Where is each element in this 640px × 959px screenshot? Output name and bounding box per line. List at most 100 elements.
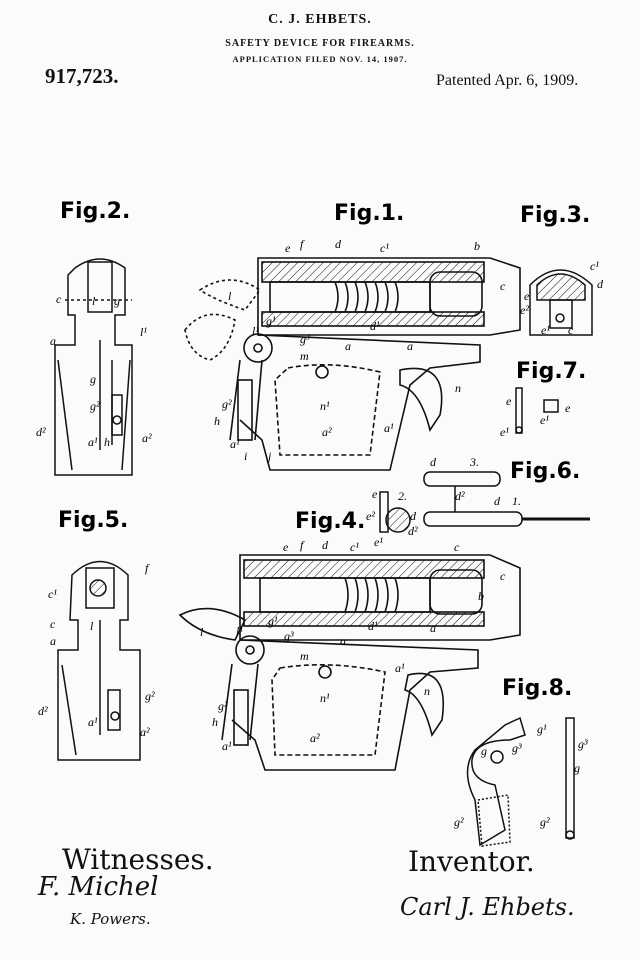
fig2-tag-d2: d² (36, 425, 46, 439)
fig1-tag-c: c (500, 279, 506, 293)
fig2-tag-g2: g² (90, 399, 100, 413)
fig8-label: Fig.8. (502, 676, 572, 701)
fig4-tag-n1: n¹ (320, 691, 330, 705)
fig1-tag-d1: d¹ (370, 319, 380, 333)
fig1-label: Fig.1. (334, 201, 404, 226)
fig1-tag-g3: g³ (300, 332, 310, 346)
fig1-tag-g1: g¹ (266, 314, 276, 328)
fig2-tag-a2: a² (142, 431, 152, 445)
fig4-tag-l1: l¹ (236, 624, 243, 638)
fig2-tag-c: c (56, 292, 62, 306)
fig6-drawing (423, 471, 590, 527)
fig5-tag-a2: a² (140, 725, 150, 739)
fig6-end-view (379, 491, 411, 533)
invention-title: SAFETY DEVICE FOR FIREARMS. (225, 38, 415, 49)
small-tag-2: 2. (398, 489, 407, 503)
fig7-tag-e1-right: e¹ (540, 413, 549, 427)
fig5-tag-a: a (50, 634, 56, 648)
fig4-tag-h: h (212, 715, 218, 729)
fig3-tag-c1: c¹ (590, 259, 599, 273)
fig3-label: Fig.3. (520, 203, 590, 228)
fig3-tag-e: e (524, 289, 530, 303)
fig2-label: Fig.2. (60, 199, 130, 224)
fig5-tag-c: c (50, 617, 56, 631)
fig1-tag-a1-left: a¹ (230, 437, 240, 451)
application-filed-line: APPLICATION FILED NOV. 14, 1907. (232, 54, 408, 64)
fig2-drawing (54, 258, 133, 476)
fig2-tag-l1: l¹ (140, 325, 147, 339)
patented-date: Patented Apr. 6, 1909. (436, 72, 579, 89)
fig6-tag-3: 3. (469, 455, 479, 469)
fig5-label: Fig.5. (58, 508, 128, 533)
fig2-tag-h: h (104, 435, 110, 449)
fig8-tag-g3: g³ (512, 741, 522, 755)
fig4-tag-d: d (322, 538, 329, 552)
fig8-tag-g: g (481, 744, 487, 758)
fig1-tag-a: a (345, 339, 351, 353)
fig1-tag-m: m (300, 349, 309, 363)
fig2-tag-l: l (92, 294, 96, 308)
fig8-tag-g1: g¹ (537, 722, 547, 736)
small-tag-e1: e¹ (374, 535, 383, 549)
witness-signature-2: K. Powers. (70, 910, 151, 928)
witnesses-label: Witnesses. (62, 843, 214, 876)
fig4-drawing (178, 554, 521, 771)
fig3-tag-e1: e¹ (541, 323, 550, 337)
fig1-tag-b: b (474, 239, 480, 253)
fig1-tag-j: j (266, 449, 272, 463)
fig5-tag-c1: c¹ (48, 587, 57, 601)
fig1-tag-h: h (214, 414, 220, 428)
fig8-tag-g2-right: g² (540, 815, 550, 829)
fig6-tag-d-lower: d (494, 494, 501, 508)
fig4-tag-g1: g¹ (268, 614, 278, 628)
fig3-tag-d: d (597, 277, 604, 291)
fig4-tag-c-right: c (500, 569, 506, 583)
small-tag-e: e (372, 487, 378, 501)
inventor-signature: Carl J. Ehbets. (400, 893, 575, 921)
fig1-tag-a1: a¹ (384, 421, 394, 435)
fig5-tag-a1: a¹ (88, 715, 98, 729)
fig1-tag-a-right: a (407, 339, 413, 353)
fig6-tag-d2: d² (455, 489, 465, 503)
inventor-label: Inventor. (408, 845, 535, 878)
fig8-tag-g3-right: g³ (578, 737, 588, 751)
fig4-tag-g2: g² (218, 699, 228, 713)
fig3-drawing (529, 269, 593, 336)
fig2-tag-g: g (114, 294, 120, 308)
fig4-tag-a1: a¹ (395, 661, 405, 675)
fig4-tag-a: a (340, 634, 346, 648)
fig8-tag-g-right: g (574, 761, 580, 775)
fig1-tag-n1: n¹ (320, 399, 330, 413)
fig4-tag-c1: c¹ (350, 540, 359, 554)
fig4-label: Fig.4. (295, 509, 365, 534)
fig1-tag-n: n (455, 381, 461, 395)
fig6-tag-d: d (430, 455, 437, 469)
fig7-tag-e-right: e (565, 401, 571, 415)
fig3-tag-e2: e² (520, 303, 529, 317)
fig5-tag-f: f (145, 561, 150, 575)
fig1-tag-a2: a² (322, 425, 332, 439)
fig3-tag-c: c (568, 323, 574, 337)
fig4-tag-c: c (454, 540, 460, 554)
fig6-tag-1: 1. (512, 494, 521, 508)
fig8-tag-g2: g² (454, 815, 464, 829)
fig5-drawing (57, 560, 141, 761)
fig1-tag-l1: l¹ (252, 324, 259, 338)
fig4-tag-b: b (478, 589, 484, 603)
fig4-tag-a-right: a (430, 621, 436, 635)
fig1-tag-i: i (244, 449, 247, 463)
fig5-tag-l: l (90, 619, 94, 633)
inventor-name: C. J. EHBETS. (268, 12, 372, 27)
fig1-tag-c1: c¹ (380, 241, 389, 255)
fig4-tag-l: l (200, 625, 204, 639)
fig1-drawing (184, 257, 521, 471)
fig4-tag-e: e (283, 540, 289, 554)
fig4-tag-a1-left: a¹ (222, 739, 232, 753)
small-tag-d2: d² (408, 524, 418, 538)
fig7-tag-e1: e¹ (500, 425, 509, 439)
fig6-label: Fig.6. (510, 459, 580, 484)
witness-signature-1: F. Michel (38, 872, 159, 902)
small-tag-d: d (410, 509, 417, 523)
fig4-tag-m: m (300, 649, 309, 663)
